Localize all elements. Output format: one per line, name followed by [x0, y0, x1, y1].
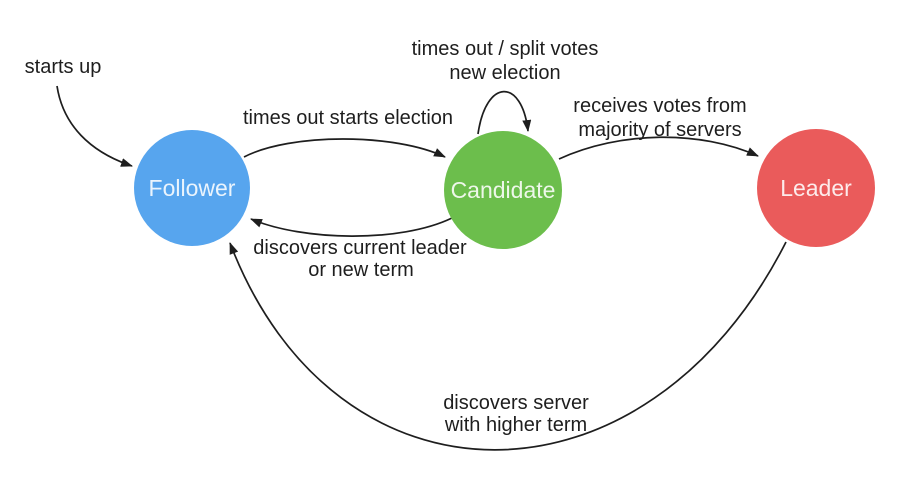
label-receives-votes-line1: receives votes from: [573, 95, 746, 117]
label-receives-votes-line2: majority of servers: [578, 119, 741, 141]
label-times-out-split-votes-line2: new election: [449, 62, 560, 84]
arrow-leader-to-follower: [229, 241, 787, 451]
label-times-out-split-votes-line1: times out / split votes: [412, 38, 599, 60]
label-times-out-starts-election: times out starts election: [243, 107, 453, 129]
state-circle-leader: [757, 129, 875, 247]
state-label-leader: Leader: [780, 175, 852, 201]
label-discovers-server-line2: with higher term: [444, 414, 587, 436]
state-label-candidate: Candidate: [451, 177, 556, 203]
arrow-follower-to-candidate: [243, 138, 446, 158]
state-circle-candidate: [444, 131, 562, 249]
state-label-follower: Follower: [149, 175, 236, 201]
label-discovers-leader-line1: discovers current leader: [253, 237, 467, 259]
arrow-start-to-follower: [56, 85, 133, 167]
arrow-candidate-to-follower: [250, 217, 453, 237]
label-discovers-server-line1: discovers server: [443, 392, 589, 414]
state-circle-follower: [134, 130, 250, 246]
arrow-candidate-self-loop: [477, 90, 532, 135]
label-starts-up: starts up: [25, 56, 102, 78]
label-discovers-leader-line2: or new term: [308, 259, 414, 281]
arrow-candidate-to-leader: [558, 136, 759, 160]
